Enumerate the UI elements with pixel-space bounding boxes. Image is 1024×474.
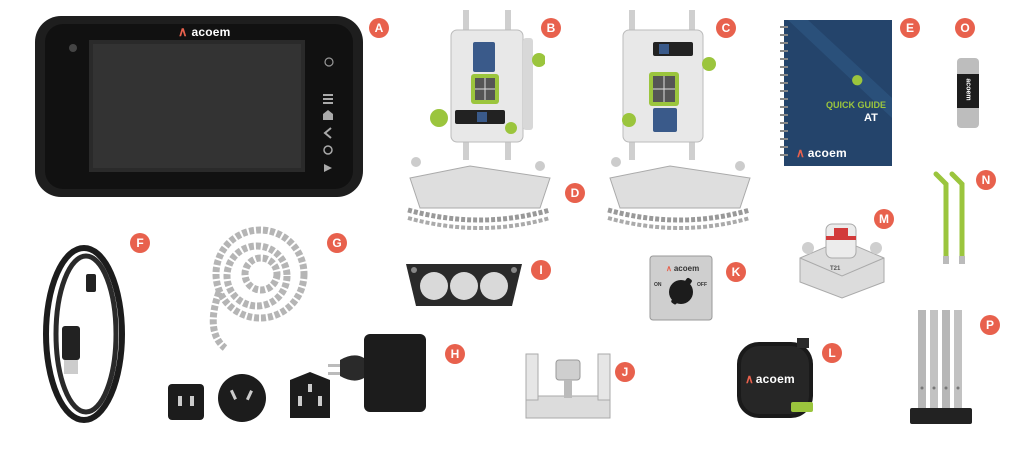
plug-icon: ● [850,66,865,93]
badge-k: K [726,262,746,282]
badge-i: I [531,260,551,280]
sensor-unit-m [605,8,725,168]
badge-d: D [565,183,585,203]
quick-guide: ● QUICK GUIDE AT ∧ acoem [778,18,894,168]
guide-logo: ∧ acoem [796,146,847,160]
badge-g: G [327,233,347,253]
brand-logo-icon: ∧ [796,146,805,160]
badge-j: J [615,362,635,382]
switch-off-label: OFF [697,282,707,288]
magnetic-switch-base: ∧ acoem ON OFF [648,254,714,322]
badge-n: N [976,170,996,190]
switch-brand: acoem [673,264,700,273]
sensor-unit-s [425,8,545,168]
tape-brand: acoem [755,372,795,386]
display-brand: acoem [191,25,231,39]
badge-e: E [900,18,920,38]
badge-m: M [874,209,894,229]
wrench-keys [930,170,974,266]
measuring-tape: ∧ acoem [735,336,815,420]
badge-o: O [955,18,975,38]
guide-title: QUICK GUIDE [826,100,887,110]
badge-h: H [445,344,465,364]
badge-p: P [980,315,1000,335]
power-adapter [160,330,430,430]
brand-logo-icon: ∧ [178,24,188,39]
badge-f: F [130,233,150,253]
magnetic-base [404,258,524,310]
display-unit: ∧ acoem [33,14,365,199]
chain [195,222,325,352]
badge-c: C [716,18,736,38]
brand-logo-icon: ∧ [666,264,672,273]
tripod-mount: T21 [796,218,886,300]
extension-rods [908,308,974,426]
brand-logo-icon: ∧ [745,372,754,386]
offset-bracket [522,346,614,422]
chain-brackets [400,148,760,238]
tripod-label: T21 [830,266,841,272]
usb-cable [34,234,134,424]
guide-subtitle: AT [864,112,878,124]
badge-a: A [369,18,389,38]
switch-on-label: ON [654,282,662,288]
usb-stick-brand: acoem [964,78,972,101]
display-logo: ∧ acoem [178,24,231,40]
badge-l: L [822,343,842,363]
badge-b: B [541,18,561,38]
tape-logo: ∧ acoem [745,372,795,386]
usb-stick: acoem [955,56,981,130]
switch-logo: ∧ acoem [666,264,699,273]
guide-brand: acoem [807,146,847,160]
